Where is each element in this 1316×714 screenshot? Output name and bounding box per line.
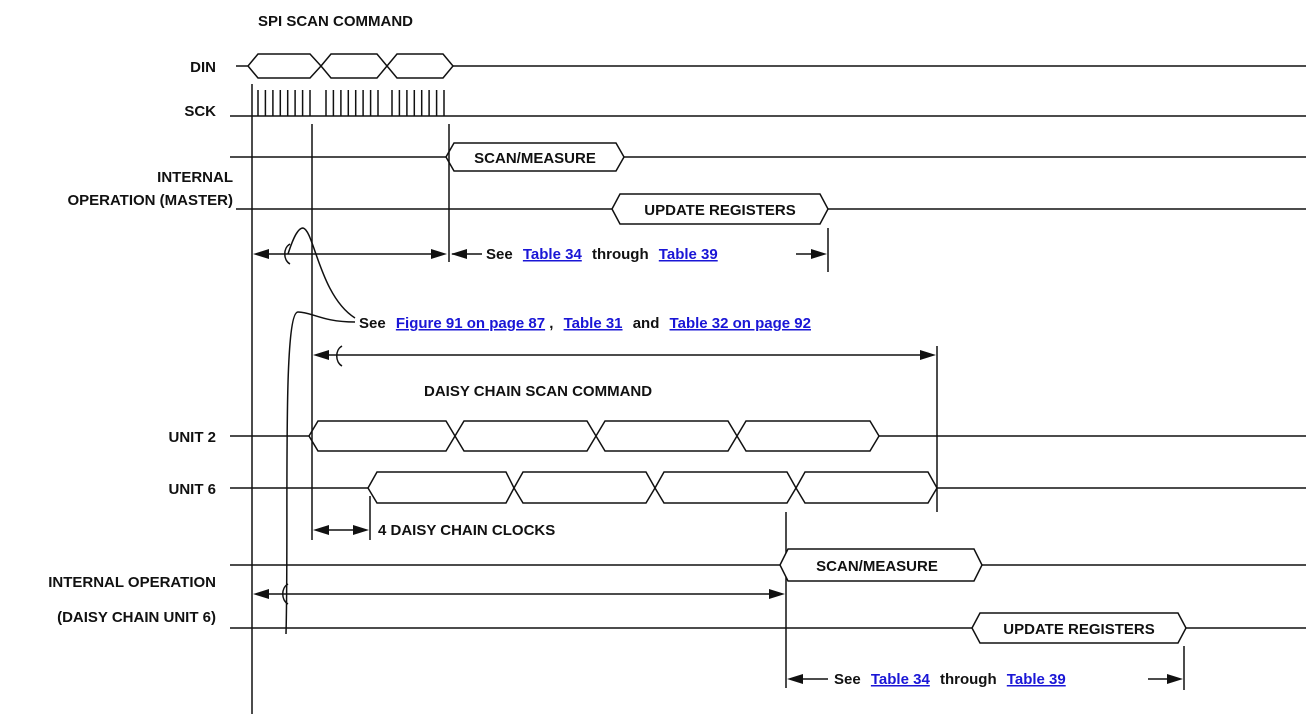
daisy-chain-clocks-arrow bbox=[313, 496, 371, 540]
table39-link-1[interactable]: Table 39 bbox=[659, 246, 718, 263]
reference-text-unit6: See Table 34 through Table 39 bbox=[834, 671, 1066, 688]
table32-link[interactable]: Table 32 on page 92 bbox=[670, 315, 811, 332]
table34-link-2[interactable]: Table 34 bbox=[871, 671, 931, 688]
timing-arrow-master-update bbox=[451, 249, 827, 259]
update-registers-box-unit6: UPDATE REGISTERS bbox=[971, 612, 1187, 644]
timing-arrow-master-spi bbox=[253, 249, 447, 259]
internal-unit6-label-line2: (DAISY CHAIN UNIT 6) bbox=[57, 609, 216, 626]
din-label: DIN bbox=[190, 59, 216, 76]
through-text-1: through bbox=[592, 246, 649, 263]
scan-measure-box-master: SCAN/MEASURE bbox=[445, 142, 625, 172]
update-registers-label-master: UPDATE REGISTERS bbox=[644, 202, 795, 219]
unit6-label: UNIT 6 bbox=[168, 481, 216, 498]
see-text-2: See bbox=[359, 315, 386, 332]
scan-measure-label-master: SCAN/MEASURE bbox=[474, 150, 596, 167]
spi-scan-command-header: SPI SCAN COMMAND bbox=[258, 13, 413, 30]
sck-waveform bbox=[230, 90, 1306, 117]
internal-unit6-label-line1: INTERNAL OPERATION bbox=[48, 574, 216, 591]
sck-label: SCK bbox=[184, 103, 216, 120]
see-text-1: See bbox=[486, 246, 513, 263]
svg-text:See Table 34 throu: See Table 34 through Table 39 bbox=[834, 671, 1066, 688]
reference-text-master: See Table 34 through Table 39 bbox=[486, 246, 718, 263]
through-text-2: through bbox=[940, 671, 997, 688]
leader-lines bbox=[282, 227, 356, 635]
figure91-link[interactable]: Figure 91 on page 87 bbox=[396, 315, 545, 332]
reference-text-figure: See Figure 91 on page 87 , Table 31 and … bbox=[359, 315, 811, 332]
daisy-chain-clocks-label: 4 DAISY CHAIN CLOCKS bbox=[378, 522, 555, 539]
unit2-waveform bbox=[230, 420, 1306, 452]
vertical-markers bbox=[251, 84, 1185, 714]
comma-text: , bbox=[549, 315, 553, 332]
svg-text:See Table 34 throu: See Table 34 through Table 39 bbox=[486, 246, 718, 263]
unit6-waveform bbox=[230, 471, 1306, 504]
update-registers-box-master: UPDATE REGISTERS bbox=[611, 193, 829, 225]
internal-master-label-line2: OPERATION (MASTER) bbox=[67, 192, 233, 209]
scan-measure-label-unit6: SCAN/MEASURE bbox=[816, 558, 938, 575]
daisy-chain-scan-command-header: DAISY CHAIN SCAN COMMAND bbox=[424, 383, 652, 400]
svg-text:See Figure 91 on page 87: See Figure 91 on page 87 , Table 31 and … bbox=[359, 315, 811, 332]
and-text: and bbox=[633, 315, 660, 332]
table31-link[interactable]: Table 31 bbox=[564, 315, 623, 332]
table34-link-1[interactable]: Table 34 bbox=[523, 246, 583, 263]
scan-measure-box-unit6: SCAN/MEASURE bbox=[779, 548, 983, 582]
timing-arrow-unit6-update bbox=[787, 674, 1183, 684]
unit2-label: UNIT 2 bbox=[168, 429, 216, 446]
table39-link-2[interactable]: Table 39 bbox=[1007, 671, 1066, 688]
timing-arrow-daisy-chain bbox=[313, 350, 936, 360]
timing-arrow-unit6-span bbox=[253, 589, 785, 599]
internal-master-label-line1: INTERNAL bbox=[157, 169, 233, 186]
din-waveform bbox=[236, 53, 1306, 79]
see-text-3: See bbox=[834, 671, 861, 688]
update-registers-label-unit6: UPDATE REGISTERS bbox=[1003, 621, 1154, 638]
